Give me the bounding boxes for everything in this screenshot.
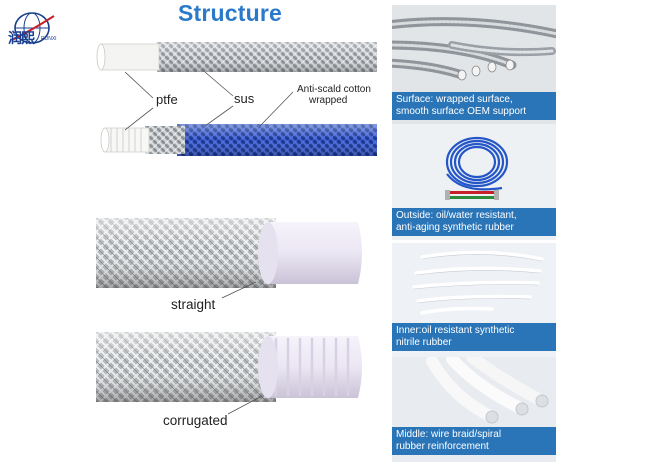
caption-middle-line2: rubber reinforcement <box>396 441 489 452</box>
panel-outside: Outside: oil/water resistant, anti-aging… <box>392 124 556 240</box>
label-cotton-line1: Anti-scald cotton <box>297 84 371 95</box>
globe-logo-icon <box>11 12 55 44</box>
caption-inner-line2: nitrile rubber <box>396 337 452 348</box>
caption-surface-line1: Surface: wrapped surface, <box>396 94 513 105</box>
caption-outside-line2: anti-aging synthetic rubber <box>396 222 514 233</box>
caption-surface: Surface: wrapped surface, smooth surface… <box>392 92 556 120</box>
label-straight: straight <box>171 297 216 312</box>
logo-text: 润熙 <box>8 31 35 47</box>
panel-inner: Inner:oil resistant synthetic nitrile ru… <box>392 243 556 357</box>
label-anti-scald-cotton: Anti-scald cotton wrapped <box>297 84 371 106</box>
logo-subtext: RUNXI <box>41 36 57 42</box>
corrugated-callout-line <box>228 395 263 415</box>
caption-outside: Outside: oil/water resistant, anti-aging… <box>392 208 556 236</box>
label-ptfe: ptfe <box>156 92 178 107</box>
caption-middle: Middle: wire braid/spiral rubber reinfor… <box>392 427 556 455</box>
upper-hose <box>96 42 377 72</box>
page-title: Structure <box>178 0 283 26</box>
panel-middle: Middle: wire braid/spiral rubber reinfor… <box>392 357 556 462</box>
caption-inner-line1: Inner:oil resistant synthetic <box>396 325 515 336</box>
hose-layers-diagram <box>96 42 377 156</box>
label-corrugated: corrugated <box>163 413 228 428</box>
company-logo <box>8 10 60 50</box>
caption-middle-line1: Middle: wire braid/spiral <box>396 429 502 440</box>
straight-hose-photo <box>96 218 362 288</box>
callout-lines <box>124 71 294 131</box>
caption-inner: Inner:oil resistant synthetic nitrile ru… <box>392 323 556 351</box>
caption-surface-line2: smooth surface OEM support <box>396 106 527 117</box>
caption-outside-line1: Outside: oil/water resistant, <box>396 210 517 221</box>
panel-surface: Surface: wrapped surface, smooth surface… <box>392 5 556 124</box>
corrugated-hose-photo <box>96 332 362 402</box>
label-cotton-line2: wrapped <box>309 95 348 106</box>
label-sus: sus <box>234 91 255 106</box>
straight-callout-line <box>222 281 257 299</box>
lower-hose <box>100 124 377 156</box>
